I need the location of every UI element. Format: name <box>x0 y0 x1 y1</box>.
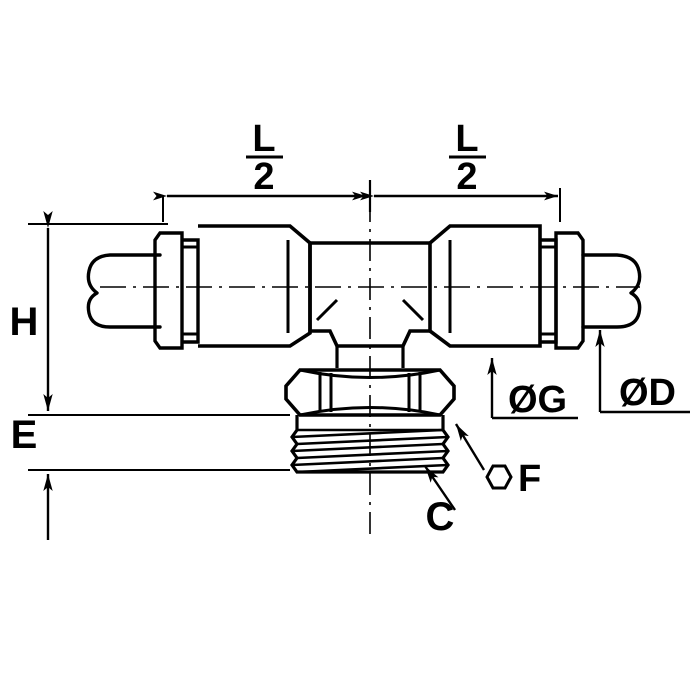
center-chamfer-right <box>401 298 425 322</box>
left-tube-outline <box>86 253 162 329</box>
thread-helix-2a <box>291 442 444 453</box>
callout-diameter-g: ØG <box>487 358 578 421</box>
left-collet <box>153 231 200 350</box>
half-length-left-numerator: L <box>252 118 275 160</box>
e-dimension-group: E <box>11 413 290 540</box>
left-collet-ring <box>153 231 184 350</box>
thread-helix-1b <box>296 435 449 446</box>
thread-outline <box>290 415 450 474</box>
callout-thread-c: C <box>424 465 456 539</box>
e-label: E <box>11 413 38 457</box>
right-tube-outline <box>581 253 642 329</box>
center-chamfer-left <box>315 298 339 322</box>
right-collet-ring <box>554 231 585 350</box>
hex-nut-outline <box>284 368 456 417</box>
diameter-g-label: ØG <box>508 379 567 421</box>
center-body <box>308 241 432 368</box>
hex-nut <box>284 368 456 417</box>
thread-helix-1a <box>291 428 444 439</box>
right-body <box>428 224 542 348</box>
height-dimension-group: H <box>10 211 290 416</box>
hexagon-icon <box>485 464 513 490</box>
male-thread <box>290 415 450 474</box>
right-body-outline <box>428 224 542 348</box>
callout-hex-f: F <box>454 423 541 500</box>
thread-helix-2b <box>296 449 449 460</box>
hex-f-leader <box>454 423 486 471</box>
length-dimension-group: L 2 L 2 <box>153 118 561 222</box>
right-collet <box>540 231 585 350</box>
height-label: H <box>10 300 39 344</box>
half-length-right-denominator: 2 <box>456 156 477 198</box>
thread-helix-3a <box>291 456 444 467</box>
left-collet-shoulder <box>182 238 200 344</box>
label-half-length-right: L 2 <box>449 118 486 198</box>
diameter-d-label: ØD <box>619 372 676 414</box>
left-tube <box>86 253 162 329</box>
hex-f-label: F <box>518 458 541 500</box>
half-length-right-numerator: L <box>455 118 478 160</box>
hex-nut-chamfer-top <box>299 368 441 379</box>
thread-helix-3b <box>296 463 449 474</box>
thread-c-label: C <box>426 495 455 539</box>
half-length-left-denominator: 2 <box>253 156 274 198</box>
right-tube <box>581 253 642 329</box>
thread-c-leader <box>424 465 456 511</box>
label-half-length-left: L 2 <box>246 118 283 198</box>
hex-nut-chamfer-bottom <box>299 406 441 417</box>
callout-diameter-d: ØD <box>595 330 690 414</box>
